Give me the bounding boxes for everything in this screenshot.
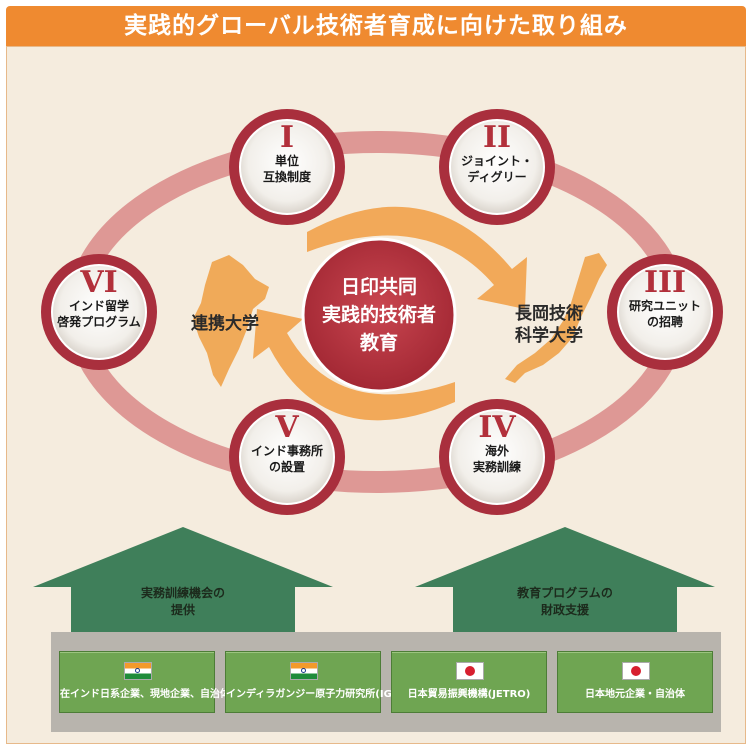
node-numeral: II	[482, 120, 512, 155]
partner-universities-label: 連携大学	[191, 314, 259, 334]
center-line: 実践的技術者	[321, 304, 436, 326]
node-6-label: VI インド留学 啓発プログラム	[51, 268, 147, 330]
nagaoka-university-label: 長岡技術 科学大学	[515, 304, 583, 346]
node-3-label: III 研究ユニット の招聘	[617, 268, 713, 330]
node-6	[41, 254, 157, 370]
india-flag-icon	[290, 662, 318, 680]
center-label: 日印共同 実践的技術者 教育	[303, 273, 455, 357]
node-4	[439, 399, 555, 515]
support-right-label: 教育プログラムの 財政支援	[517, 586, 613, 617]
support-arrow-right	[415, 527, 715, 632]
center-circle	[301, 237, 457, 393]
center-line: 日印共同	[340, 276, 417, 298]
node-numeral: IV	[478, 410, 516, 445]
support-arrow-left	[33, 527, 333, 632]
node-numeral: III	[643, 265, 687, 300]
cooperation-diagram	[33, 109, 723, 732]
india-map-icon	[193, 255, 269, 387]
node-5	[229, 399, 345, 515]
diagram-panel: 日印共同 実践的技術者 教育 連携大学 長岡技術 科学大学 I 単位 互換制度 …	[6, 46, 746, 744]
india-flag-icon	[124, 662, 152, 680]
node-4-label: IV 海外 実務訓練	[449, 413, 545, 475]
node-numeral: I	[279, 120, 295, 155]
node-5-label: V インド事務所 の設置	[239, 413, 335, 475]
node-2-label: II ジョイント・ ディグリー	[449, 123, 545, 185]
node-numeral: VI	[80, 265, 118, 300]
node-3	[607, 254, 723, 370]
organization-button[interactable]: 日本貿易振興機構(JETRO)	[391, 651, 547, 713]
japan-flag-icon	[456, 662, 484, 680]
page-title: 実践的グローバル技術者育成に向けた取り組み	[124, 13, 628, 39]
arrow-to-japan	[307, 206, 527, 309]
japan-map-icon	[505, 253, 607, 383]
organization-label: インディラガンジー原子力研究所(IGCAR)	[226, 689, 420, 700]
japan-flag-icon	[622, 662, 650, 680]
node-1-label: I 単位 互換制度	[239, 123, 335, 185]
arrow-to-india	[253, 309, 455, 421]
organization-label: 日本貿易振興機構(JETRO)	[407, 689, 531, 700]
node-numeral: V	[275, 410, 299, 445]
organization-label: 日本地元企業・自治体	[585, 689, 685, 700]
node-2	[439, 109, 555, 225]
organization-button[interactable]: インディラガンジー原子力研究所(IGCAR)	[225, 651, 420, 713]
title-bar: 実践的グローバル技術者育成に向けた取り組み	[6, 6, 746, 46]
node-1	[229, 109, 345, 225]
organization-button[interactable]: 日本地元企業・自治体	[557, 651, 713, 713]
organization-button[interactable]: 在インド日系企業、現地企業、自治体	[59, 651, 230, 713]
center-line: 教育	[359, 332, 398, 354]
support-left-label: 実務訓練機会の 提供	[140, 586, 225, 617]
organization-label: 在インド日系企業、現地企業、自治体	[60, 689, 230, 700]
